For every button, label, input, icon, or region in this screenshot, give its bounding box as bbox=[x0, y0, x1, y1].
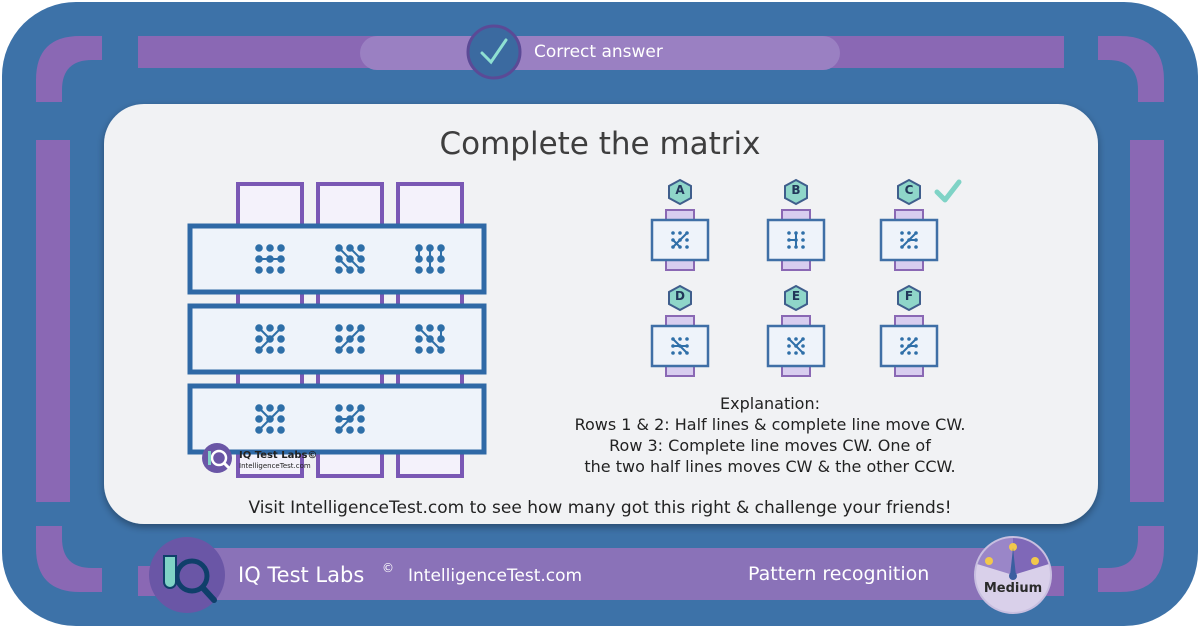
footer-brand: IQ Test Labs bbox=[238, 563, 365, 587]
matrix-cell-r1c1 bbox=[255, 244, 285, 274]
option-pattern bbox=[900, 337, 918, 355]
option-f[interactable]: F bbox=[877, 282, 941, 378]
status-label: Correct answer bbox=[534, 42, 663, 62]
option-label: B bbox=[791, 183, 801, 197]
footer-site[interactable]: IntelligenceTest.com bbox=[408, 566, 583, 586]
correct-check-icon bbox=[934, 179, 962, 203]
option-b[interactable]: B bbox=[764, 176, 828, 272]
footer-category: Pattern recognition bbox=[748, 563, 930, 585]
option-tile bbox=[650, 178, 710, 271]
option-tile bbox=[766, 284, 826, 377]
difficulty-gauge-icon bbox=[974, 536, 1052, 614]
watermark-site: IntelligenceTest.com bbox=[239, 462, 311, 470]
matrix-cell-r2c2 bbox=[335, 324, 365, 354]
iq-test-labs-logo-icon bbox=[149, 537, 225, 613]
option-label: C bbox=[904, 183, 914, 197]
watermark-brand: IQ Test Labs© bbox=[239, 450, 318, 461]
explanation-line-1: Rows 1 & 2: Half lines & complete line m… bbox=[574, 415, 966, 434]
iq-logo-icon bbox=[202, 443, 232, 473]
option-pattern bbox=[787, 231, 805, 249]
matrix-cell-r2c3 bbox=[415, 324, 445, 354]
option-badge bbox=[784, 284, 808, 312]
option-badge bbox=[668, 284, 692, 312]
option-tile bbox=[879, 284, 939, 377]
matrix-cell-r2c1 bbox=[255, 324, 285, 354]
option-badge bbox=[668, 178, 692, 206]
option-d[interactable]: D bbox=[648, 282, 712, 378]
option-label: D bbox=[675, 289, 685, 303]
option-label: E bbox=[791, 289, 801, 303]
option-badge bbox=[897, 284, 921, 312]
option-c[interactable]: C bbox=[877, 176, 941, 272]
footer-copyright: © bbox=[382, 561, 394, 575]
explanation-line-3: the two half lines moves CW & the other … bbox=[584, 457, 956, 476]
matrix-figure bbox=[187, 182, 487, 478]
option-tile bbox=[650, 284, 710, 377]
cta-link[interactable]: Visit IntelligenceTest.com to see how ma… bbox=[248, 498, 952, 518]
option-a[interactable]: A bbox=[648, 176, 712, 272]
option-tile bbox=[879, 178, 939, 271]
explanation-heading: Explanation: bbox=[720, 394, 820, 413]
question-title: Complete the matrix bbox=[439, 126, 761, 162]
option-pattern bbox=[900, 231, 918, 249]
matrix-cell-r3c2 bbox=[335, 404, 365, 434]
option-pattern bbox=[787, 337, 805, 355]
option-label: F bbox=[904, 289, 914, 303]
matrix-cell-r3c1 bbox=[255, 404, 285, 434]
check-circle-icon bbox=[466, 24, 522, 80]
explanation-line-2: Row 3: Complete line moves CW. One of bbox=[609, 436, 931, 455]
matrix-cell-r1c3 bbox=[415, 244, 445, 274]
difficulty-label: Medium bbox=[983, 581, 1043, 596]
option-pattern bbox=[671, 231, 689, 249]
matrix-cell-r1c2 bbox=[335, 244, 365, 274]
option-tile bbox=[766, 178, 826, 271]
option-e[interactable]: E bbox=[764, 282, 828, 378]
option-label: A bbox=[675, 183, 685, 197]
option-pattern bbox=[671, 337, 689, 355]
option-badge bbox=[897, 178, 921, 206]
option-badge bbox=[784, 178, 808, 206]
